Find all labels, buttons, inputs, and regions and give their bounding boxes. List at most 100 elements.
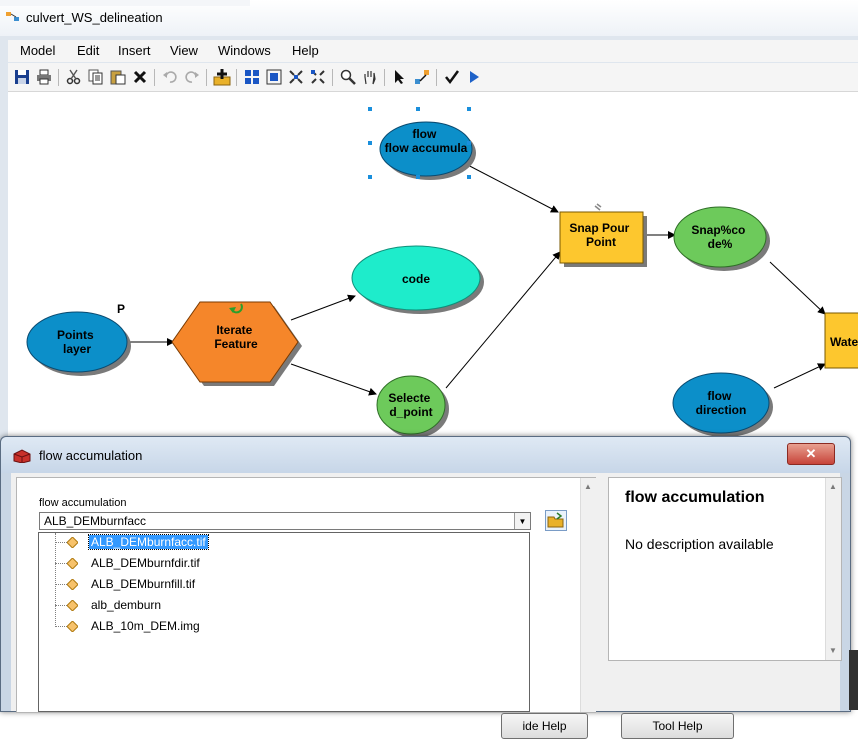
node-iterate-feature[interactable]: Iterate Feature: [171, 301, 302, 386]
combo-value: ALB_DEMburnfacc: [44, 514, 147, 528]
full-extent-icon[interactable]: [264, 67, 284, 87]
raster-layer-icon: [67, 579, 78, 590]
menu-insert[interactable]: Insert: [118, 43, 151, 58]
scroll-down-icon[interactable]: ▼: [829, 646, 837, 655]
tool-hammer-icon: [594, 203, 602, 211]
auto-layout-icon[interactable]: [242, 67, 262, 87]
run-icon[interactable]: [464, 67, 484, 87]
menu-bar: Model Edit Insert View Windows Help: [8, 40, 858, 62]
browse-button[interactable]: [545, 510, 567, 531]
titlebar-highlight: [0, 0, 250, 6]
list-item-label: ALB_DEMburnfdir.tif: [91, 556, 200, 570]
list-item[interactable]: alb_demburn: [39, 596, 529, 615]
raster-layer-icon: [67, 558, 78, 569]
list-item-label: ALB_DEMburnfill.tif: [91, 577, 196, 591]
connector-snapcode-watershed[interactable]: [769, 261, 826, 315]
connector-flowacc-snap[interactable]: [461, 161, 559, 213]
connector-iterate-selected[interactable]: [290, 363, 377, 396]
toolbox-icon: [13, 449, 31, 463]
help-description: No description available: [625, 536, 774, 552]
scroll-up-icon[interactable]: ▲: [584, 482, 592, 491]
node-label-flow-accumulation: flow flow accumula: [385, 127, 468, 155]
list-item[interactable]: ALB_10m_DEM.img: [39, 617, 529, 636]
node-flow-direction[interactable]: flow direction: [672, 372, 773, 437]
raster-layer-icon: [67, 600, 78, 611]
node-points-layer[interactable]: Points layer: [26, 311, 131, 376]
dialog-title: flow accumulation: [39, 448, 143, 463]
list-item-label: ALB_10m_DEM.img: [91, 619, 200, 633]
help-pane: flow accumulation No description availab…: [608, 477, 842, 661]
dialog-close-button[interactable]: ✕: [787, 443, 835, 465]
combo-dropdown-button[interactable]: ▼: [514, 513, 530, 529]
svg-text:Iterate Feature: Iterate Feature: [214, 323, 258, 351]
menu-windows[interactable]: Windows: [218, 43, 271, 58]
node-text-watershed: Wate: [830, 335, 858, 349]
zoom-in-fixed-icon[interactable]: [286, 67, 306, 87]
svg-text:Selecte d_point: Selecte d_point: [388, 391, 433, 419]
raster-layer-icon: [67, 621, 78, 632]
list-item-label: alb_demburn: [91, 598, 162, 612]
help-title: flow accumulation: [625, 489, 765, 506]
connector-iterate-code[interactable]: [290, 294, 356, 321]
connector-selected-snap[interactable]: [445, 251, 561, 389]
node-text-flow-accumulation: flow accumula: [385, 141, 468, 155]
menu-help[interactable]: Help: [292, 43, 319, 58]
window-titlebar: culvert_WS_delineation: [0, 0, 858, 36]
save-icon[interactable]: [12, 67, 32, 87]
copy-icon[interactable]: [86, 67, 106, 87]
validate-icon[interactable]: [442, 67, 462, 87]
background-window-edge: [849, 650, 858, 710]
model-icon: [6, 12, 19, 21]
node-text-code: code: [402, 272, 430, 286]
zoom-icon[interactable]: [338, 67, 358, 87]
print-icon[interactable]: [34, 67, 54, 87]
list-item[interactable]: ALB_DEMburnfdir.tif: [39, 554, 529, 573]
param-label: flow accumulation: [39, 497, 127, 509]
node-snap-pour-point[interactable]: Snap Pour Point: [559, 203, 647, 267]
list-item-label: ALB_DEMburnfacc.tif: [88, 534, 209, 550]
node-selected-point[interactable]: Selecte d_point: [376, 375, 449, 438]
svg-text:Points layer: Points layer: [57, 328, 97, 356]
flow-accumulation-combo[interactable]: ALB_DEMburnfacc ▼: [39, 512, 531, 530]
help-scrollbar[interactable]: ▲ ▼: [825, 478, 841, 660]
svg-text:Snap%co de%: Snap%co de%: [691, 223, 748, 251]
connector-flowdir-watershed[interactable]: [773, 363, 826, 389]
add-data-icon[interactable]: [212, 67, 232, 87]
precondition-label: P: [117, 302, 125, 316]
hide-help-label: ide Help: [522, 719, 567, 733]
dialog-titlebar[interactable]: flow accumulation ✕: [1, 437, 850, 473]
toolbar: [8, 63, 858, 92]
undo-icon[interactable]: [160, 67, 180, 87]
paste-icon[interactable]: [108, 67, 128, 87]
scroll-up-icon[interactable]: ▲: [829, 482, 837, 491]
close-icon: ✕: [805, 446, 817, 461]
connect-icon[interactable]: [412, 67, 432, 87]
raster-layer-icon: [67, 537, 78, 548]
layer-dropdown-list[interactable]: ALB_DEMburnfacc.tif ALB_DEMburnfdir.tif …: [38, 532, 530, 712]
delete-icon[interactable]: [130, 67, 150, 87]
open-folder-icon: [545, 510, 567, 531]
node-watershed[interactable]: Wate: [824, 312, 858, 369]
cut-icon[interactable]: [64, 67, 84, 87]
menu-model[interactable]: Model: [20, 43, 56, 58]
node-flow-accumulation[interactable]: flow flow accumula: [368, 107, 476, 180]
tool-help-label: Tool Help: [652, 719, 703, 733]
menu-edit[interactable]: Edit: [77, 43, 100, 58]
svg-text:flow direction: flow direction: [696, 389, 747, 417]
node-snap-code[interactable]: Snap%co de%: [673, 206, 770, 271]
parameters-scrollbar[interactable]: ▲: [580, 478, 596, 712]
selection-handles[interactable]: [368, 107, 471, 179]
redo-icon[interactable]: [182, 67, 202, 87]
node-code[interactable]: code: [351, 245, 484, 314]
menu-view[interactable]: View: [170, 43, 198, 58]
window-title: culvert_WS_delineation: [26, 10, 163, 25]
hide-help-button[interactable]: ide Help: [501, 713, 588, 739]
svg-text:Snap Pour Point: Snap Pour Point: [569, 221, 632, 249]
list-item[interactable]: ALB_DEMburnfacc.tif: [39, 533, 529, 552]
chevron-down-icon: ▼: [518, 516, 527, 526]
select-icon[interactable]: [390, 67, 410, 87]
tool-help-button[interactable]: Tool Help: [621, 713, 734, 739]
pan-icon[interactable]: [360, 67, 380, 87]
zoom-out-fixed-icon[interactable]: [308, 67, 328, 87]
list-item[interactable]: ALB_DEMburnfill.tif: [39, 575, 529, 594]
